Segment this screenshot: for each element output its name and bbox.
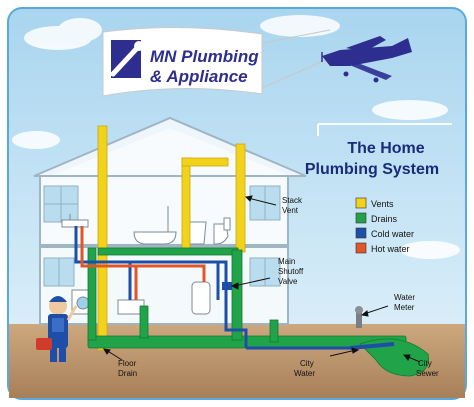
legend-swatch <box>355 227 367 239</box>
city-sewer-pipe <box>359 338 429 377</box>
wrench-logo-icon <box>110 40 144 78</box>
shutoff-valve <box>222 282 232 290</box>
legend-label: Cold water <box>371 229 414 239</box>
label-meter-2: Meter <box>394 303 415 312</box>
sink-upstairs <box>61 219 89 228</box>
label-city-sewer-2: Sewer <box>416 369 439 378</box>
callout-arrows <box>103 195 421 363</box>
airplane-icon <box>321 36 412 83</box>
vent-stack-right <box>235 143 246 253</box>
hot-water-pipes <box>80 226 206 300</box>
title-block: The Home Plumbing System <box>305 123 452 178</box>
clouds <box>12 15 460 259</box>
label-city-water-2: Water <box>294 369 315 378</box>
cold-water-pipes <box>74 226 395 350</box>
label-meter-1: Water <box>394 293 415 302</box>
label-city-water-1: City <box>300 359 314 368</box>
label-stack-vent-2: Vent <box>282 206 299 215</box>
legend-swatch <box>355 212 367 224</box>
label-floor-drain-1: Floor <box>118 359 137 368</box>
label-stack-vent-1: Stack <box>282 196 303 205</box>
label-shutoff-1: Main <box>278 257 295 266</box>
banner-line-1: MN Plumbing <box>150 47 259 66</box>
water-meter <box>355 306 363 328</box>
sink-bath <box>187 221 207 245</box>
label-shutoff-2: Shutoff <box>278 267 304 276</box>
banner-line-2: & Appliance <box>150 67 248 86</box>
vent-stack-left <box>97 125 108 351</box>
water-heater <box>191 281 211 315</box>
title-line-2: Plumbing System <box>305 161 439 178</box>
vent-pipes <box>97 125 246 351</box>
label-floor-drain-2: Drain <box>118 369 137 378</box>
vent-stack-mid <box>181 157 191 251</box>
legend-label: Hot water <box>371 244 410 254</box>
legend-swatch <box>355 197 367 209</box>
bathtub <box>133 231 177 245</box>
plumber-mascot-icon <box>36 296 78 362</box>
title-line-1: The Home <box>347 140 424 157</box>
legend-swatch <box>355 242 367 254</box>
label-shutoff-3: Valve <box>278 277 298 286</box>
legend-label: Vents <box>371 199 394 209</box>
label-city-sewer-1: City <box>418 359 432 368</box>
banner: MN Plumbing & Appliance <box>102 26 331 97</box>
legend-label: Drains <box>371 214 398 224</box>
